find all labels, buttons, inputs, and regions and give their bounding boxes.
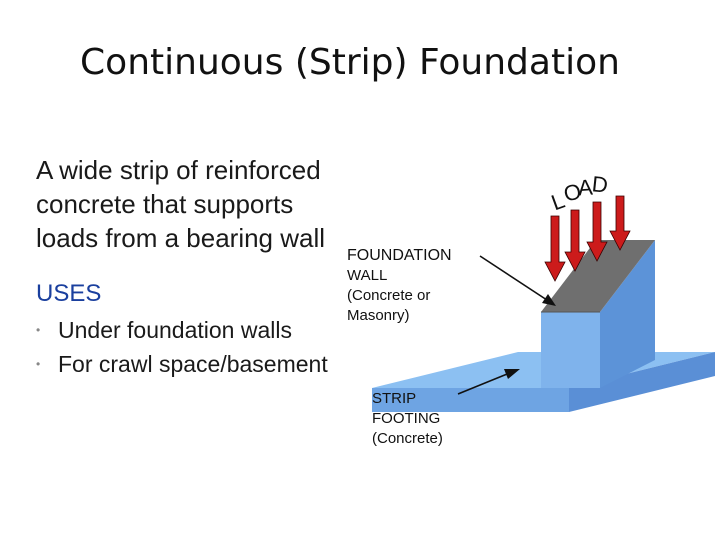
wall-top — [541, 240, 655, 312]
arrow-icon — [544, 215, 566, 282]
footing-side — [569, 352, 715, 412]
arrow-icon — [586, 201, 608, 262]
load-arrows — [544, 195, 631, 282]
uses-heading: USES — [36, 280, 102, 307]
description-line: loads from a bearing wall — [36, 223, 326, 253]
description: A wide strip of reinforced concrete that… — [36, 153, 366, 255]
description-line: A wide strip of reinforced — [36, 155, 321, 185]
uses-list: • Under foundation walls • For crawl space… — [36, 313, 328, 381]
footing-label: STRIP FOOTING (Concrete) — [372, 389, 443, 449]
description-line: concrete that supports — [36, 189, 294, 219]
arrow-icon — [564, 209, 586, 272]
wall-front — [541, 312, 600, 388]
wall-leader-arrowhead — [542, 294, 556, 306]
wall-label-line: FOUNDATION — [347, 247, 452, 264]
page-title: Continuous (Strip) Foundation — [80, 42, 620, 83]
list-item: • Under foundation walls — [36, 313, 328, 347]
footing-label-line: FOOTING — [372, 410, 441, 427]
footing-label-line: (Concrete) — [372, 430, 443, 447]
wall-label: FOUNDATION WALL (Concrete or Masonry) — [347, 246, 452, 326]
footing-leader-arrowhead — [504, 369, 520, 379]
footing-leader-line — [457, 371, 513, 395]
footing-front — [372, 388, 569, 412]
wall-label-line: (Concrete or — [347, 287, 431, 304]
list-item-label: For crawl space/basement — [58, 351, 328, 377]
bullet-icon: • — [36, 357, 41, 371]
wall-leader-line — [479, 255, 551, 303]
wall-side — [600, 240, 655, 388]
footing-label-line: STRIP — [372, 390, 417, 407]
bullet-icon: • — [36, 323, 41, 337]
list-item-label: Under foundation walls — [58, 317, 292, 343]
arrow-icon — [609, 195, 631, 251]
list-item: • For crawl space/basement — [36, 347, 328, 381]
wall-label-line: Masonry) — [347, 307, 410, 324]
wall-label-line: WALL — [347, 267, 388, 284]
load-letter: D — [590, 171, 610, 198]
